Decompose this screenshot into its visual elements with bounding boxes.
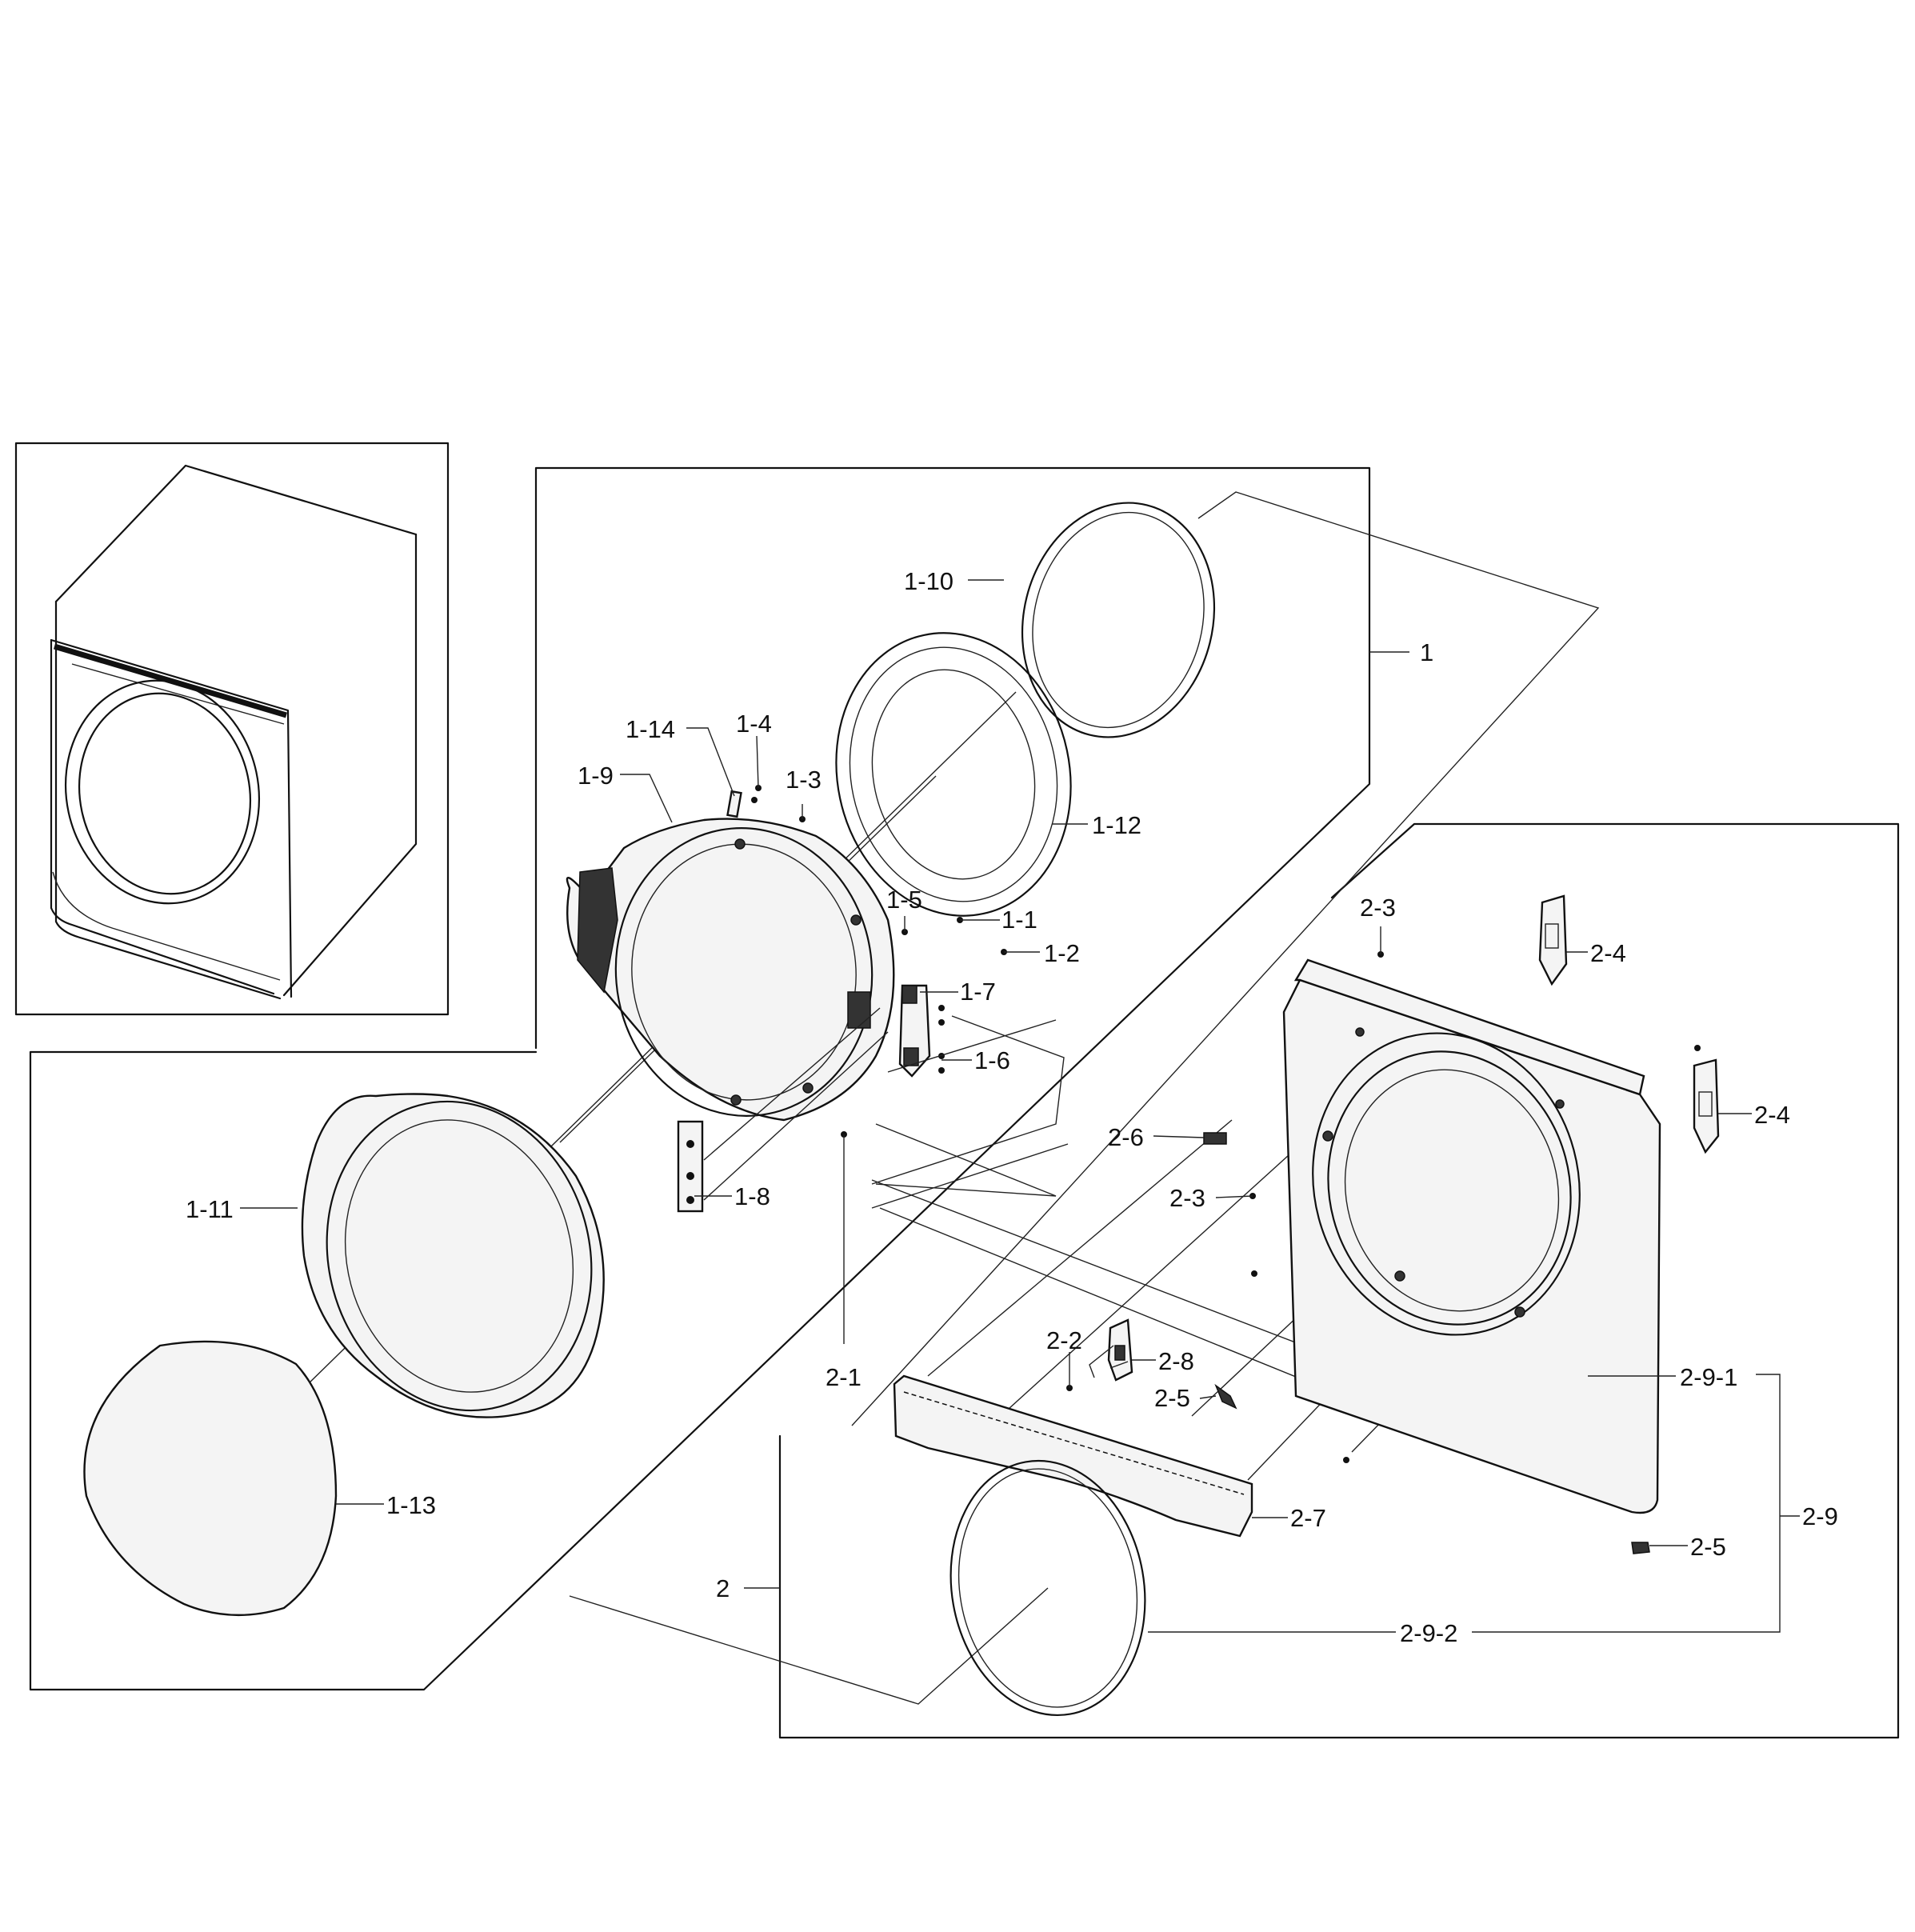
part-2-4-upper-bracket bbox=[1538, 894, 1568, 986]
label-1-13: 1-13 bbox=[386, 1491, 436, 1519]
label-2-2: 2-2 bbox=[1046, 1326, 1082, 1354]
label-2-5-lower: 2-5 bbox=[1690, 1533, 1726, 1561]
part-2-5-clip-upper bbox=[1214, 1383, 1237, 1410]
label-2: 2 bbox=[716, 1574, 730, 1602]
label-2-9: 2-9 bbox=[1802, 1502, 1838, 1530]
label-2-4-top: 2-4 bbox=[1590, 939, 1626, 967]
part-2-6-clip bbox=[1203, 1132, 1227, 1145]
label-1-11: 1-11 bbox=[186, 1195, 234, 1223]
label-1-1: 1-1 bbox=[1001, 906, 1037, 934]
label-1-9: 1-9 bbox=[578, 762, 614, 790]
part-1-11-door-outer-ring bbox=[301, 1093, 605, 1418]
leader-lines bbox=[240, 579, 1800, 1633]
label-1-2: 1-2 bbox=[1044, 939, 1080, 967]
part-labels: 1 1-1 1-2 1-3 1-4 1-5 1-6 1-7 1-8 1-9 1-… bbox=[186, 567, 1838, 1647]
dryer-illustration bbox=[50, 464, 418, 1000]
label-2-9-1: 2-9-1 bbox=[1680, 1363, 1737, 1391]
label-2-8: 2-8 bbox=[1158, 1347, 1194, 1375]
part-1-13-outer-glass bbox=[83, 1340, 338, 1617]
label-2-9-2: 2-9-2 bbox=[1400, 1619, 1457, 1647]
part-1-10-door-gasket bbox=[1021, 502, 1216, 738]
assembly-1-frame bbox=[29, 466, 1371, 1691]
screw-group-brackets bbox=[871, 1015, 1069, 1209]
label-1-14: 1-14 bbox=[626, 715, 675, 743]
label-2-1: 2-1 bbox=[826, 1363, 862, 1391]
label-1-6: 1-6 bbox=[974, 1046, 1010, 1074]
label-1: 1 bbox=[1420, 638, 1433, 666]
label-1-12: 1-12 bbox=[1092, 811, 1141, 839]
part-2-9-1-front-panel bbox=[1282, 958, 1661, 1514]
label-2-5-upper: 2-5 bbox=[1154, 1384, 1190, 1412]
label-2-3-mid: 2-3 bbox=[1169, 1184, 1205, 1212]
part-2-9-2-seal bbox=[950, 1459, 1146, 1717]
label-1-3: 1-3 bbox=[786, 766, 822, 794]
part-1-7-door-latch bbox=[898, 984, 931, 1078]
label-2-4-lower: 2-4 bbox=[1754, 1101, 1790, 1129]
label-1-10: 1-10 bbox=[904, 567, 954, 595]
part-2-5-clip-lower bbox=[1631, 1542, 1650, 1554]
label-1-5: 1-5 bbox=[886, 886, 922, 914]
part-1-12-inner-glass bbox=[835, 632, 1072, 917]
label-2-7: 2-7 bbox=[1290, 1504, 1326, 1532]
part-1-14-bracket bbox=[726, 790, 742, 818]
part-2-4-lower-bracket bbox=[1693, 1058, 1720, 1154]
label-2-3-top: 2-3 bbox=[1360, 894, 1396, 922]
label-1-4: 1-4 bbox=[736, 710, 772, 738]
part-1-9-door-inner-frame bbox=[566, 818, 895, 1122]
label-2-6: 2-6 bbox=[1108, 1123, 1144, 1151]
inset-frame bbox=[14, 442, 450, 1016]
part-2-8-switch bbox=[1107, 1318, 1133, 1382]
inset-dryer-view bbox=[14, 442, 450, 1016]
part-2-7-control-panel bbox=[893, 1374, 1253, 1538]
label-1-7: 1-7 bbox=[960, 978, 996, 1006]
label-1-8: 1-8 bbox=[734, 1182, 770, 1210]
assembly-2-frame bbox=[778, 822, 1900, 1739]
